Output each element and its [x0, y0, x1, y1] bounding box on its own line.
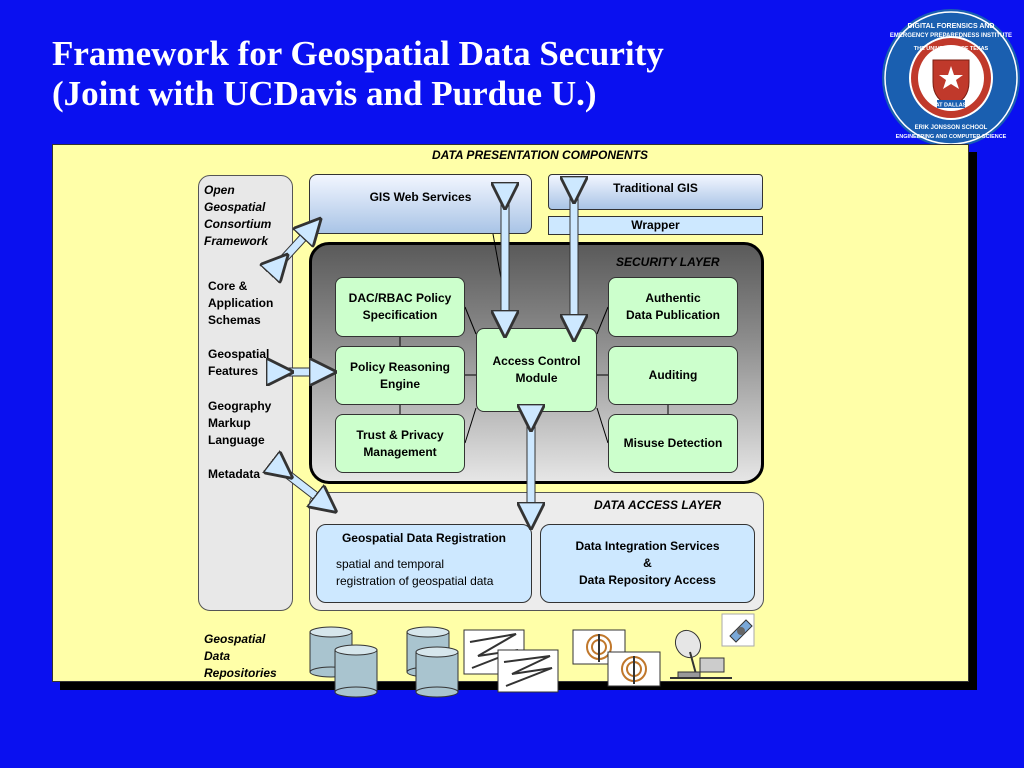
title-line-2: (Joint with UCDavis and Purdue U.)	[52, 74, 597, 113]
ogc-title-line: Geospatial	[204, 200, 266, 214]
svg-text:DIGITAL FORENSICS AND: DIGITAL FORENSICS AND	[908, 23, 995, 30]
core-line: Core &	[208, 279, 248, 293]
gml-line: Markup	[208, 416, 251, 430]
slide-title: Framework for Geospatial Data Security (…	[52, 34, 852, 114]
repository-icons	[309, 613, 755, 698]
geography-markup-language: Geography Markup Language	[208, 398, 271, 449]
metadata-label: Metadata	[208, 467, 261, 481]
misuse-label: Misuse Detection	[623, 436, 723, 450]
satellite-dish-icon	[670, 629, 732, 679]
policy-line: Engine	[379, 376, 420, 391]
geospatial-features: Geospatial Features	[208, 346, 269, 380]
radar-image-icon	[607, 651, 661, 687]
gis-web-services-label: GIS Web Services	[369, 190, 472, 204]
authentic-line: Data Publication	[625, 308, 720, 322]
integration-line: Data Integration Services	[575, 539, 720, 553]
auditing-box: Auditing	[608, 346, 738, 405]
misuse-detection-box: Misuse Detection	[608, 414, 738, 473]
access-line: Access Control	[492, 354, 581, 368]
traditional-gis-label: Traditional GIS	[613, 181, 698, 195]
features-line: Geospatial	[208, 347, 270, 361]
dac-line: DAC/RBAC Policy	[348, 291, 452, 305]
ogc-title: Open Geospatial Consortium Framework	[204, 182, 271, 250]
core-line: Application	[208, 296, 274, 310]
policy-line: Policy Reasoning	[349, 359, 451, 374]
auditing-label: Auditing	[648, 368, 698, 382]
data-integration-box: Data Integration Services & Data Reposit…	[540, 524, 755, 603]
authentic-line: Authentic	[645, 291, 701, 305]
repositories-label: Geospatial Data Repositories	[204, 631, 277, 682]
gml-line: Geography	[208, 399, 272, 413]
repositories-line: Geospatial	[204, 632, 266, 646]
integration-line: &	[643, 556, 652, 570]
arrow-ogc-to-gis-web-services	[279, 228, 312, 264]
svg-text:ENGINEERING AND COMPUTER SCIEN: ENGINEERING AND COMPUTER SCIENCE	[896, 134, 1007, 140]
registration-title: Geospatial Data Registration	[341, 531, 507, 545]
access-line: Module	[515, 371, 558, 385]
core-line: Schemas	[208, 313, 261, 327]
wrapper-label: Wrapper	[631, 218, 680, 232]
ogc-title-line: Open	[204, 183, 235, 197]
wrapper-box	[548, 216, 763, 235]
title-line-1: Framework for Geospatial Data Security	[52, 34, 664, 73]
svg-text:AT DALLAS: AT DALLAS	[936, 103, 967, 109]
trust-line: Trust & Privacy	[356, 427, 444, 442]
trust-line: Management	[363, 444, 437, 459]
university-seal-logo: AT DALLAS THE UNIVERSITY OF TEXAS DIGITA…	[882, 9, 1020, 147]
svg-text:THE UNIVERSITY OF TEXAS: THE UNIVERSITY OF TEXAS	[914, 46, 989, 52]
presentation-header: DATA PRESENTATION COMPONENTS	[432, 148, 648, 162]
registration-desc-line: spatial and temporal	[336, 557, 445, 571]
database-icon	[334, 644, 378, 698]
integration-line: Data Repository Access	[579, 573, 716, 587]
features-line: Features	[208, 364, 259, 378]
security-layer-label: SECURITY LAYER	[616, 255, 720, 269]
data-access-layer-label: DATA ACCESS LAYER	[594, 498, 722, 512]
svg-text:EMERGENCY PREPAREDNESS INSTITU: EMERGENCY PREPAREDNESS INSTITUTE	[890, 33, 1012, 39]
arrow-metadata-to-data-access	[282, 470, 326, 504]
ogc-title-line: Consortium	[204, 217, 272, 231]
repositories-line: Data	[204, 649, 231, 663]
geospatial-registration-box	[316, 524, 532, 603]
satellite-icon	[721, 613, 755, 647]
dac-line: Specification	[362, 308, 438, 322]
gml-line: Language	[208, 433, 265, 447]
map-document-icon	[497, 649, 559, 693]
registration-description: spatial and temporal registration of geo…	[336, 556, 493, 590]
core-schemas: Core & Application Schemas	[208, 278, 273, 329]
svg-text:ERIK JONSSON SCHOOL: ERIK JONSSON SCHOOL	[915, 125, 988, 131]
ogc-title-line: Framework	[204, 234, 269, 248]
registration-desc-line: registration of geospatial data	[336, 574, 494, 588]
database-icon	[415, 646, 459, 698]
repositories-line: Repositories	[204, 666, 277, 680]
